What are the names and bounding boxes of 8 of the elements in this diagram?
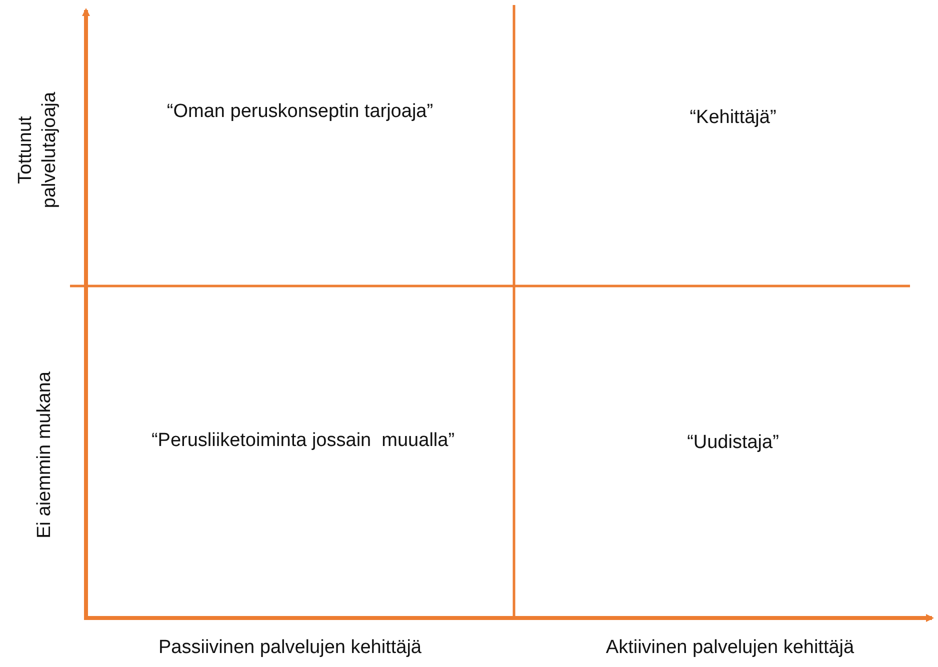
axis-label: Tottunut palvelutajoaja bbox=[14, 90, 61, 210]
axis-label: Ei aiemmin mukana bbox=[33, 372, 56, 538]
quadrant-label: “Uudistaja” bbox=[687, 431, 779, 455]
quadrant-label: “Oman peruskonseptin tarjoaja” bbox=[166, 100, 434, 124]
axis-label: Aktiivinen palvelujen kehittäjä bbox=[606, 636, 854, 660]
axis-label: Passiivinen palvelujen kehittäjä bbox=[158, 636, 422, 660]
quadrant-label: “Perusliiketoiminta jossain muualla” bbox=[151, 429, 455, 453]
quadrant-label: “Kehittäjä” bbox=[690, 106, 776, 130]
